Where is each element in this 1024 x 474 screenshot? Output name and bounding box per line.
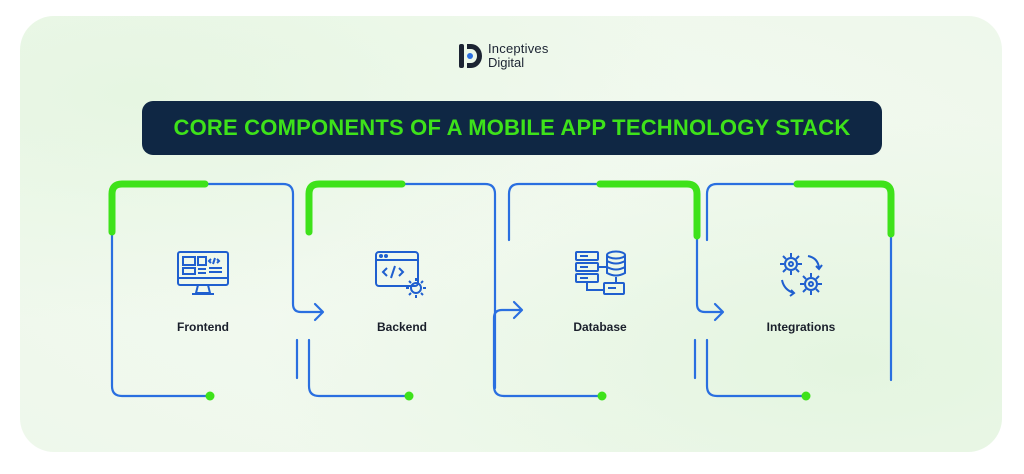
database-top-line [507, 182, 600, 242]
page-title: CORE COMPONENTS OF A MOBILE APP TECHNOLO… [173, 115, 851, 140]
integrations-gears-icon [780, 253, 823, 297]
database-right-arrow-head [713, 302, 725, 322]
infographic-card [20, 16, 1002, 452]
inceptives-logo-icon [459, 44, 482, 68]
brand-name-line2: Digital [488, 55, 525, 70]
backend-code-gear-icon [375, 251, 426, 298]
integrations-green-accent [793, 180, 895, 238]
frontend-end-dot [205, 391, 215, 401]
frontend-monitor-icon [177, 251, 229, 295]
database-right-line [695, 236, 724, 314]
database-arrow-head [512, 300, 524, 320]
integrations-end-dot [801, 391, 811, 401]
component-label-backend: Backend [376, 320, 428, 334]
brand-name-line1: Inceptives [488, 41, 549, 56]
integrations-bottom-line [705, 338, 808, 398]
backend-end-dot [404, 391, 414, 401]
frontend-frame-line [205, 182, 324, 314]
title-banner: CORE COMPONENTS OF A MOBILE APP TECHNOLO… [142, 101, 882, 155]
frontend-bottom-line [110, 228, 212, 398]
database-server-icon [575, 250, 626, 295]
database-frame-line [492, 308, 523, 398]
integrations-frame-line [705, 182, 797, 242]
database-green-accent [596, 180, 701, 240]
frontend-green-accent [108, 180, 209, 236]
backend-frame-line [402, 182, 497, 390]
brand-logo: Inceptives Digital [458, 42, 549, 70]
component-label-integrations: Integrations [766, 320, 836, 334]
backend-green-accent [305, 180, 406, 236]
component-label-frontend: Frontend [177, 320, 229, 334]
component-label-database: Database [573, 320, 627, 334]
database-end-dot [597, 391, 607, 401]
frontend-arrow-head [313, 302, 325, 322]
backend-bottom-line [307, 338, 411, 398]
